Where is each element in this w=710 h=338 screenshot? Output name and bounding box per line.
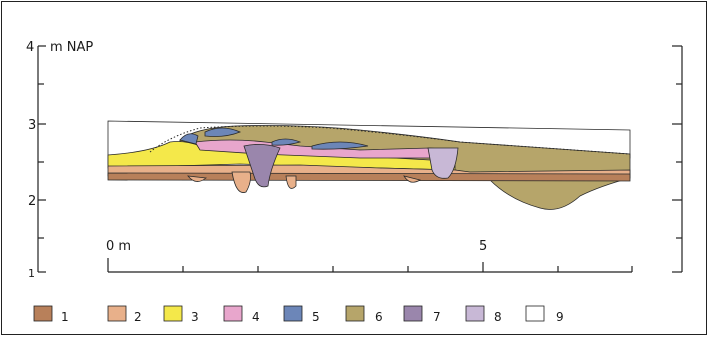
legend-label: 3	[191, 310, 199, 324]
distance-mid-label: 5	[479, 239, 487, 254]
legend-label: 4	[252, 310, 260, 324]
distance-scale	[108, 258, 632, 272]
elevation-axis-right	[672, 46, 682, 272]
legend-label: 5	[312, 310, 320, 324]
legend-item-8: 8	[466, 306, 502, 324]
legend-item-5: 5	[284, 306, 320, 324]
elevation-tick-label: 1	[28, 267, 35, 280]
legend-label: 9	[556, 310, 564, 324]
legend-label: 2	[134, 310, 142, 324]
legend-label: 7	[433, 310, 441, 324]
elevation-tick-label: 2	[28, 194, 36, 209]
feature-pit-2	[232, 172, 251, 193]
legend-label: 1	[61, 310, 69, 324]
soil-profile	[108, 121, 630, 210]
layer-1-band	[108, 173, 630, 181]
elevation-axis-left	[38, 46, 46, 272]
feature-pit-3	[286, 176, 296, 188]
elevation-tick-label: 4	[26, 40, 34, 55]
legend-item-4: 4	[224, 306, 260, 324]
legend-label: 8	[494, 310, 502, 324]
legend-item-9: 9	[526, 306, 564, 324]
legend-item-6: 6	[346, 306, 383, 324]
elevation-unit-label: m NAP	[50, 40, 93, 55]
legend-label: 6	[375, 310, 383, 324]
legend-item-2: 2	[108, 306, 142, 324]
legend-item-7: 7	[404, 306, 441, 324]
distance-start-label: 0 m	[106, 239, 131, 254]
elevation-tick-label: 3	[28, 118, 36, 133]
legend-item-3: 3	[164, 306, 199, 324]
legend: 1 2 3 4 5 6 7 8	[34, 306, 564, 324]
legend-item-1: 1	[34, 306, 69, 324]
